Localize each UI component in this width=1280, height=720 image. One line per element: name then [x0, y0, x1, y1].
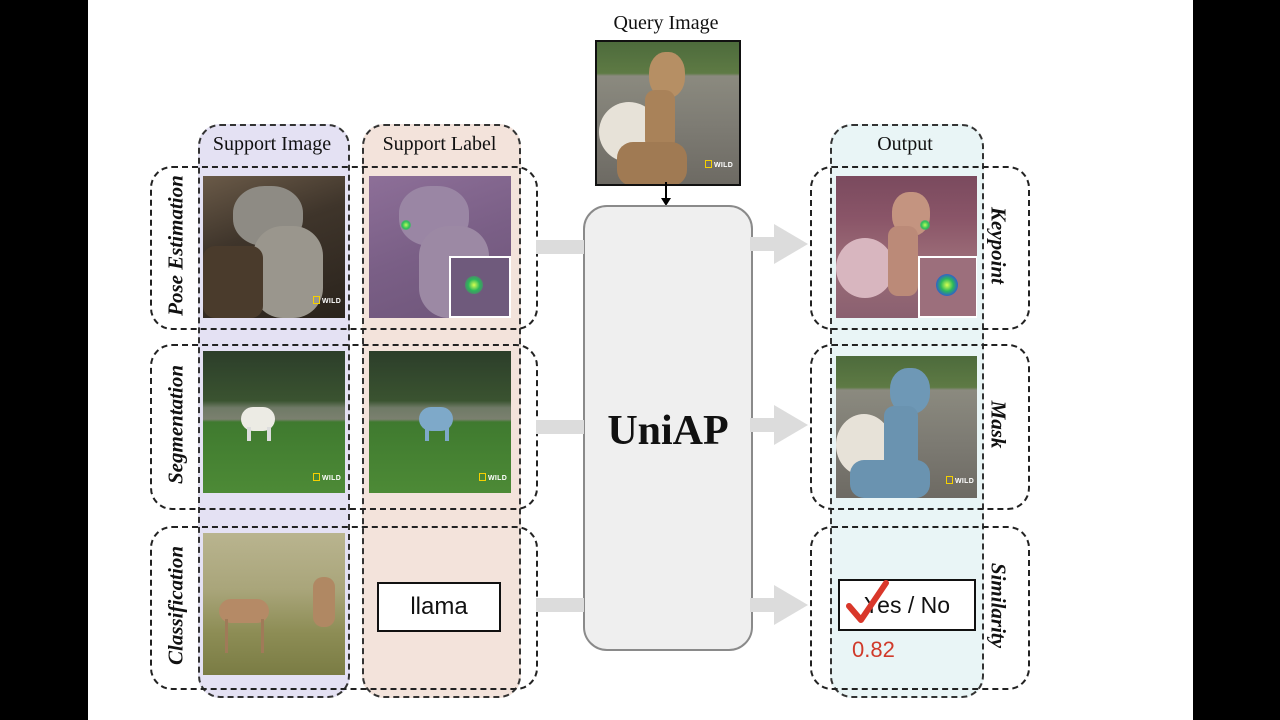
diagram-canvas: Support Image Support Label Output Query…: [88, 0, 1193, 720]
row-label-similarity: Similarity: [986, 562, 1011, 649]
support-label-pose: [369, 176, 511, 318]
watermark: WILD: [313, 296, 341, 305]
input-bar-pose: [536, 240, 584, 254]
input-bar-segmentation: [536, 420, 584, 434]
output-arrow-similarity: [750, 585, 808, 625]
check-icon: [846, 580, 889, 623]
support-image-classification: [203, 533, 345, 675]
row-label-segmentation: Segmentation: [163, 364, 188, 485]
keypoint-dot: [401, 220, 411, 230]
similarity-score: 0.82: [852, 637, 895, 662]
support-image-title: Support Image: [212, 133, 332, 155]
row-label-mask: Mask: [986, 400, 1011, 449]
flow-arrows: [536, 224, 808, 625]
output-arrow-keypoint: [750, 224, 808, 264]
input-bar-classification: [536, 598, 584, 612]
row-label-keypoint: Keypoint: [986, 207, 1011, 284]
support-image-segmentation: WILD: [203, 351, 345, 493]
watermark: WILD: [705, 160, 733, 169]
query-arrow: [661, 182, 671, 206]
class-label-box: llama: [377, 582, 501, 632]
row-box-similarity: [810, 526, 1030, 690]
watermark: WILD: [946, 476, 974, 485]
output-title: Output: [877, 133, 933, 155]
zoom-inset: [918, 256, 977, 318]
zoom-inset: [449, 256, 511, 318]
row-box-mask: [810, 344, 1030, 510]
keypoint-dot: [920, 220, 930, 230]
output-mask: WILD: [836, 356, 977, 498]
output-keypoint: [836, 176, 977, 318]
support-label-title: Support Label: [382, 133, 497, 155]
query-image: WILD: [595, 40, 741, 186]
uniap-model-box: UniAP: [583, 205, 753, 651]
row-label-classification: Classification: [163, 545, 188, 666]
row-label-pose-estimation: Pose Estimation: [163, 175, 188, 316]
query-image-title: Query Image: [613, 12, 719, 34]
row-box-keypoint: [810, 166, 1030, 330]
watermark: WILD: [479, 473, 507, 482]
watermark: WILD: [313, 473, 341, 482]
output-arrow-mask: [750, 405, 808, 445]
model-name: UniAP: [607, 408, 729, 454]
support-image-pose: WILD: [203, 176, 345, 318]
support-label-segmentation: WILD: [369, 351, 511, 493]
